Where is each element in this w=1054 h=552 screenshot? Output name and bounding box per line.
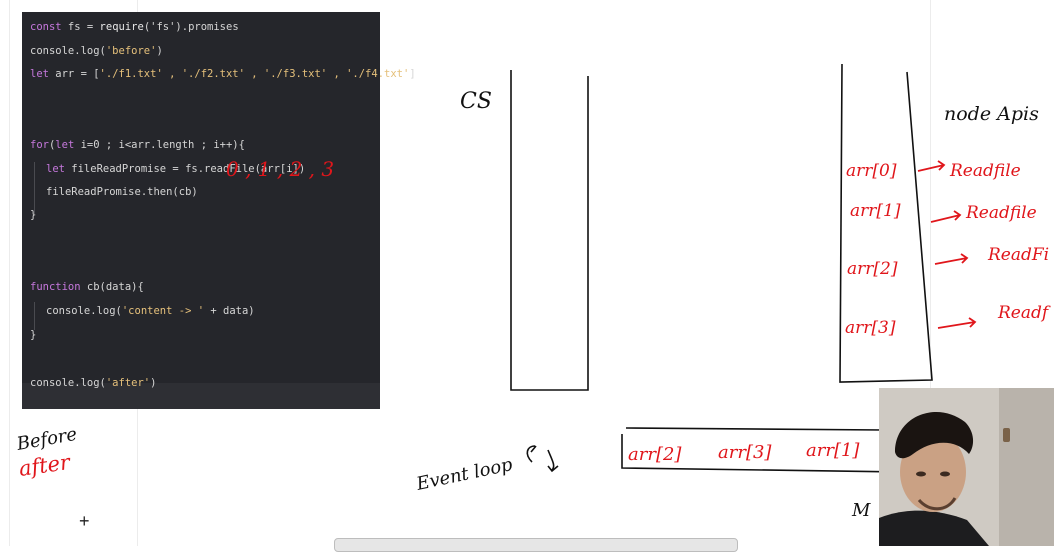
code-line-2: console.log('before') [30, 45, 163, 57]
indent-guide [34, 302, 35, 330]
arrow-icon [937, 317, 977, 329]
current-line-highlight [22, 383, 380, 409]
queue-item: arr[1] [806, 440, 860, 461]
crosshair-cursor-icon: + [79, 511, 90, 531]
queue-item: arr[2] [628, 444, 682, 465]
api-row-arg: arr[0] [846, 161, 897, 181]
arrow-icon [930, 210, 962, 223]
code-line-4: for(let i=0 ; i<arr.length ; i++){ [30, 139, 245, 151]
event-loop-label: Event loop [414, 454, 515, 495]
output-before: Before [14, 424, 78, 455]
code-line-1: const fs = require('fs').promises [30, 21, 239, 33]
code-editor: const fs = require('fs').promises consol… [22, 12, 416, 409]
queue-item: arr[3] [718, 442, 772, 463]
code-line-6: fileReadPromise.then(cb) [46, 186, 198, 198]
code-line-10: } [30, 329, 37, 341]
api-row-call: Readf [997, 303, 1051, 323]
api-row-call: Readfile [965, 203, 1037, 223]
page-guide-right [930, 0, 931, 546]
code-line-5: let fileReadPromise = fs.readFile(arr[i]… [46, 163, 306, 175]
output-after: after [17, 450, 73, 481]
loop-index-annotation: 0 , 1 , 2 , 3 [226, 157, 334, 181]
api-arrows [917, 160, 977, 329]
api-row-arg: arr[3] [845, 318, 896, 338]
code-line-7: } [30, 209, 37, 221]
node-apis-label: node Apis [944, 103, 1039, 125]
horizontal-scrollbar[interactable] [334, 538, 738, 552]
node-apis-container [839, 63, 933, 383]
queue-items: arr[2] arr[3] arr[1] [628, 440, 860, 465]
indent-guide [34, 162, 35, 214]
api-row-arg: arr[1] [850, 201, 901, 221]
code-line-9: console.log('content -> ' + data) [46, 305, 255, 317]
code-line-3: let arr = ['./f1.txt' , './f2.txt' , './… [30, 68, 416, 80]
callstack-label: CS [460, 89, 492, 114]
presenter-webcam [879, 388, 1054, 546]
api-row-call: Readfile [949, 161, 1021, 181]
event-loop-arrows-icon [526, 445, 559, 473]
api-rows: arr[0] Readfile arr[1] Readfile arr[2] R… [845, 161, 1051, 338]
arrow-icon [934, 253, 969, 265]
code-line-11: console.log('after') [30, 377, 157, 389]
api-row-arg: arr[2] [847, 259, 898, 279]
arrow-icon [917, 160, 946, 172]
page-guide-left [9, 0, 10, 546]
code-line-8: function cb(data){ [30, 281, 144, 293]
callback-queue-container [621, 427, 906, 473]
queue-tail-label: M [851, 500, 871, 521]
api-row-call: ReadFi [987, 245, 1049, 265]
presenter-video-frame [879, 388, 1054, 546]
callstack-container [510, 70, 589, 391]
